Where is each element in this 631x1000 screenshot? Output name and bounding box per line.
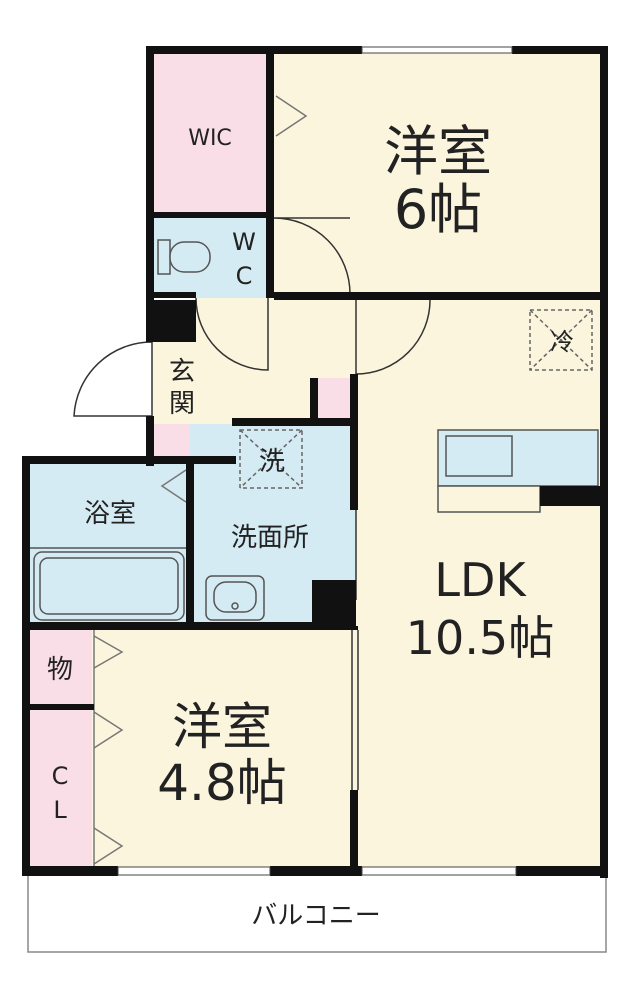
closet-label-l: L — [53, 796, 67, 824]
entrance-area — [152, 342, 196, 424]
wc-label-c: C — [236, 262, 253, 290]
fridge-label: 冷 — [550, 328, 574, 356]
western-bottom-size: 4.8帖 — [157, 754, 287, 812]
washroom-label: 洗面所 — [231, 523, 309, 553]
bath-label: 浴室 — [84, 499, 136, 529]
entrance-label-2: 関 — [169, 389, 195, 419]
ldk-size: 10.5帖 — [406, 611, 554, 665]
fridge-space — [529, 309, 593, 371]
western-top-area — [274, 52, 602, 298]
room-fills — [27, 52, 607, 953]
storage-label: 物 — [47, 655, 73, 685]
western-bottom-area — [92, 626, 356, 870]
toilet-bowl — [169, 241, 211, 273]
wic-area — [152, 52, 274, 216]
western-top-size: 6帖 — [394, 178, 482, 241]
kitchen-wall-block — [540, 486, 602, 506]
wash-basin-bowl — [213, 581, 257, 613]
bathtub-inner — [39, 557, 179, 615]
western-bottom-name: 洋室 — [172, 698, 272, 756]
room-labels: WIC 洋室 6帖 W C 玄 関 冷 洗 浴室 洗面所 LDK 10.5帖 物… — [47, 120, 574, 931]
kitchen-base — [437, 485, 541, 513]
hall-storage — [318, 378, 354, 418]
western-top-name: 洋室 — [384, 120, 492, 183]
washer-label: 洗 — [259, 447, 285, 477]
kitchen-sink — [445, 435, 513, 477]
entrance-label-1: 玄 — [169, 357, 195, 387]
toilet-tank — [157, 239, 171, 275]
washer-space — [239, 429, 303, 489]
ldk-name: LDK — [434, 553, 527, 607]
walls — [22, 46, 608, 878]
closet-label-c: C — [52, 762, 69, 790]
closet-area — [28, 708, 92, 870]
wc-label-w: W — [232, 228, 256, 256]
windows — [117, 46, 517, 876]
storage-area — [28, 626, 92, 708]
ldk-area — [356, 298, 602, 870]
balcony-label: バルコニー — [251, 901, 380, 931]
wic-label: WIC — [188, 126, 232, 151]
fixtures — [28, 95, 602, 870]
balcony-area — [27, 871, 607, 953]
